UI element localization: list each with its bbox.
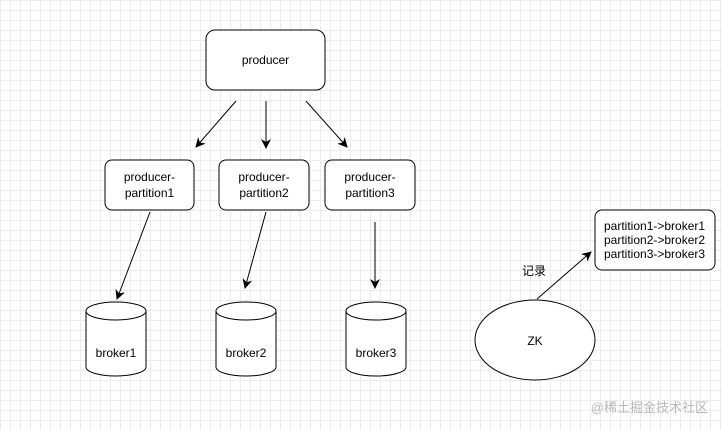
partition1-node: producer- partition1 <box>104 159 195 211</box>
arrow-zk-to-mapping <box>536 251 592 300</box>
partition2-label-line1: producer- <box>238 170 289 184</box>
zk-node: ZK <box>474 299 596 381</box>
arrow-producer-to-partition3 <box>305 100 348 148</box>
mapping-line2: partition2->broker2 <box>604 233 705 247</box>
broker3-label: broker3 <box>356 346 397 360</box>
partition2-label-line2: partition2 <box>239 186 289 200</box>
partition1-label-line2: partition1 <box>125 186 175 200</box>
broker2-label: broker2 <box>226 346 267 360</box>
partition1-label-line1: producer- <box>124 170 175 184</box>
partition3-label-line2: partition3 <box>345 186 395 200</box>
record-label: 记录 <box>522 264 546 278</box>
zk-label: ZK <box>527 334 542 348</box>
broker2-node: broker2 <box>215 301 277 377</box>
producer-label: producer <box>242 53 289 67</box>
partition2-node: producer- partition2 <box>218 159 310 211</box>
arrow-producer-to-partition1 <box>195 100 237 148</box>
producer-node: producer <box>205 29 326 91</box>
mapping-line3: partition3->broker3 <box>604 247 705 261</box>
partition3-node: producer- partition3 <box>324 159 416 211</box>
arrow-partition2-to-broker2 <box>242 211 267 289</box>
broker1-node: broker1 <box>85 301 147 377</box>
watermark-text: @稀土掘金技术社区 <box>591 400 708 415</box>
partition3-label-line1: producer- <box>344 170 395 184</box>
arrow-partition1-to-broker1 <box>115 211 151 300</box>
broker3-node: broker3 <box>345 301 407 377</box>
mapping-node: partition1->broker1 partition2->broker2 … <box>594 209 716 271</box>
broker1-label: broker1 <box>96 346 137 360</box>
mapping-line1: partition1->broker1 <box>604 219 705 233</box>
